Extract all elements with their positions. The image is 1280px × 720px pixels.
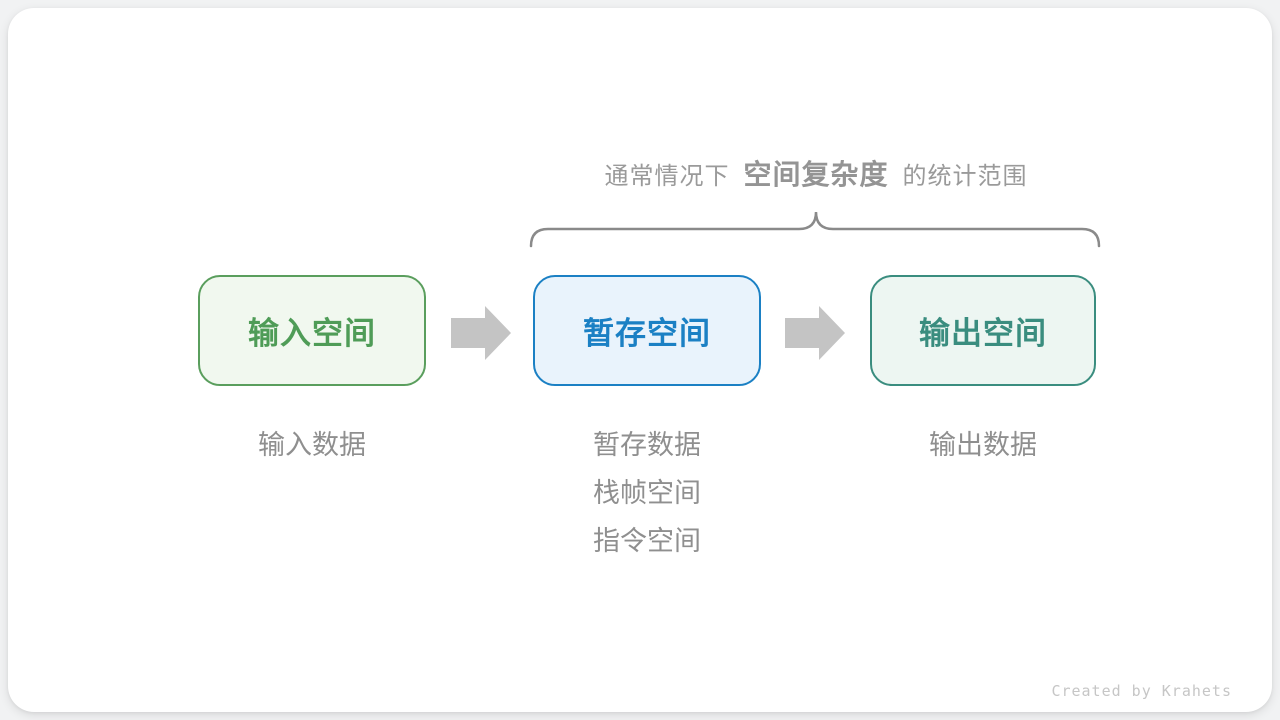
right-arrow-icon: [785, 306, 845, 360]
curly-brace-icon: [529, 211, 1101, 248]
input-space-box: 输入空间: [198, 275, 426, 386]
buffer-space-box: 暂存空间: [533, 275, 761, 386]
diagram-title: 通常情况下 空间复杂度 的统计范围: [531, 148, 1101, 198]
credit-text: Created by Krahets: [1051, 682, 1232, 700]
title-suffix: 的统计范围: [902, 161, 1028, 190]
annotation-line: 栈帧空间: [593, 478, 701, 509]
input-space-label: 输入空间: [248, 316, 376, 352]
output-space-label: 输出空间: [919, 316, 1047, 352]
output-space-box: 输出空间: [870, 275, 1096, 386]
buffer-annotations: 暂存数据 栈帧空间 指令空间: [533, 422, 761, 566]
right-arrow-icon: [451, 306, 511, 360]
annotation-line: 暂存数据: [593, 430, 701, 461]
title-highlight: 空间复杂度: [743, 158, 889, 191]
annotation-line: 输出数据: [929, 430, 1037, 461]
input-annotations: 输入数据: [198, 422, 426, 470]
output-annotations: 输出数据: [870, 422, 1096, 470]
title-prefix: 通常情况下: [604, 161, 730, 190]
diagram-card: 通常情况下 空间复杂度 的统计范围 输入空间 暂存空间 输出空间 输入数据 暂存…: [8, 8, 1272, 712]
annotation-line: 输入数据: [258, 430, 366, 461]
annotation-line: 指令空间: [593, 526, 701, 557]
buffer-space-label: 暂存空间: [583, 316, 711, 352]
